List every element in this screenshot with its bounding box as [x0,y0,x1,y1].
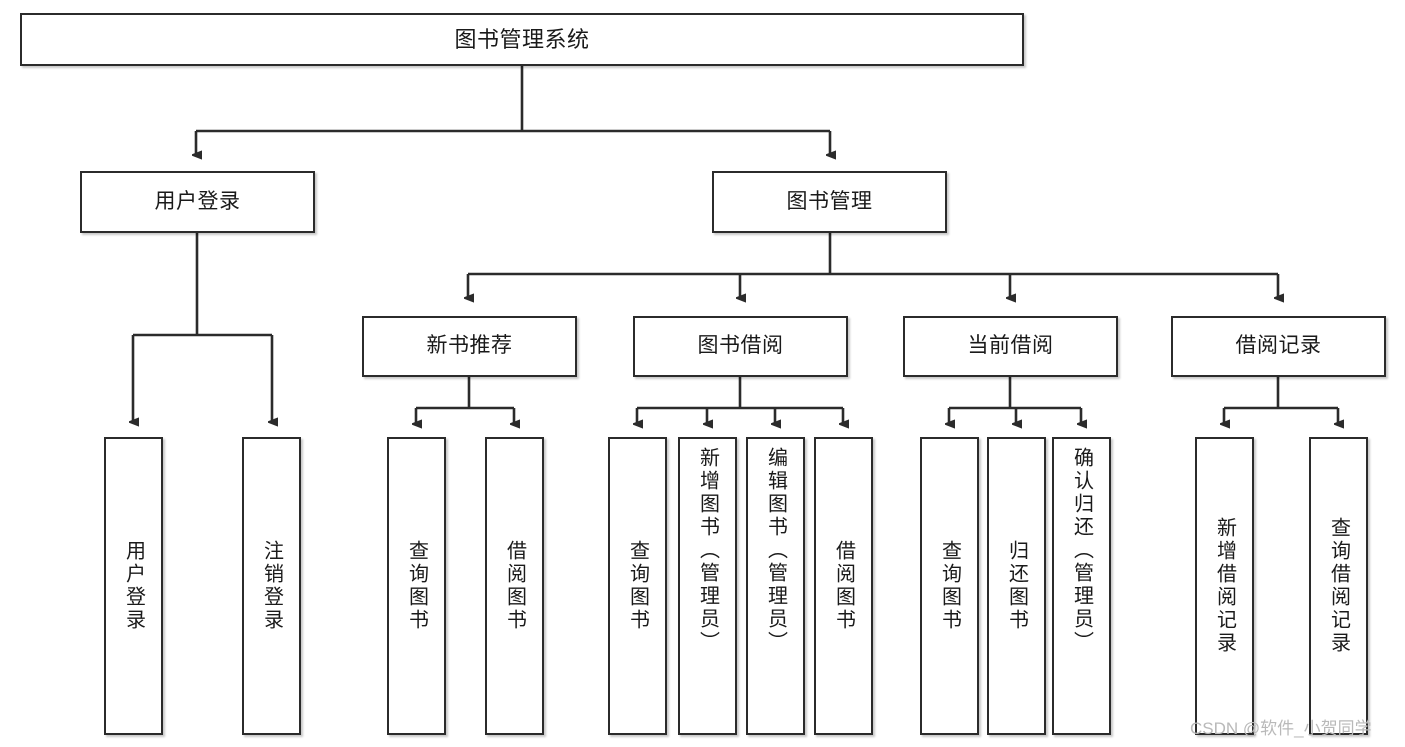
leaf-new-book-query-book[interactable]: 查询图书 [387,437,446,735]
leaf-borrow-record-query-record[interactable]: 查询借阅记录 [1309,437,1368,735]
node-new-book-recommend[interactable]: 新书推荐 [362,316,577,377]
node-borrow-record[interactable]: 借阅记录 [1171,316,1386,377]
node-label: 新增借阅记录 [1213,517,1236,655]
leaf-book-borrow-add-book-admin[interactable]: 新增图书（管理员） [678,437,737,735]
node-label: 查询图书 [938,540,961,632]
node-label: 图书管理 [786,189,873,213]
node-label: 注销登录 [260,540,283,632]
node-label: 新增图书（管理员） [696,447,719,654]
node-book-borrow[interactable]: 图书借阅 [633,316,848,377]
node-label: 借阅记录 [1235,334,1322,358]
leaf-new-book-borrow-book[interactable]: 借阅图书 [485,437,544,735]
leaf-current-borrow-return-book[interactable]: 归还图书 [987,437,1046,735]
node-label: 图书管理系统 [454,26,590,52]
node-label: 用户登录 [154,189,241,213]
node-user-login[interactable]: 用户登录 [80,171,315,233]
leaf-current-borrow-confirm-return-admin[interactable]: 确认归还（管理员） [1052,437,1111,735]
node-label: 编辑图书（管理员） [764,447,787,654]
node-current-borrow[interactable]: 当前借阅 [903,316,1118,377]
node-label: 归还图书 [1005,540,1028,632]
leaf-book-borrow-query-book[interactable]: 查询图书 [608,437,667,735]
node-label: 查询借阅记录 [1327,517,1350,655]
leaf-user-login-logout[interactable]: 注销登录 [242,437,301,735]
node-label: 借阅图书 [832,540,855,632]
node-label: 查询图书 [626,540,649,632]
node-label: 图书借阅 [697,334,784,358]
node-label: 确认归还（管理员） [1070,447,1093,654]
leaf-user-login-login[interactable]: 用户登录 [104,437,163,735]
node-root-book-management-system[interactable]: 图书管理系统 [20,13,1024,66]
node-label: 当前借阅 [967,334,1054,358]
csdn-watermark: CSDN @软件_小贺同学 [1190,719,1372,738]
node-label: 查询图书 [405,540,428,632]
node-label: 新书推荐 [426,334,513,358]
node-book-management[interactable]: 图书管理 [712,171,947,233]
leaf-book-borrow-borrow-book[interactable]: 借阅图书 [814,437,873,735]
node-label: 借阅图书 [503,540,526,632]
leaf-book-borrow-edit-book-admin[interactable]: 编辑图书（管理员） [746,437,805,735]
node-label: 用户登录 [122,540,145,632]
leaf-current-borrow-query-book[interactable]: 查询图书 [920,437,979,735]
leaf-borrow-record-add-record[interactable]: 新增借阅记录 [1195,437,1254,735]
